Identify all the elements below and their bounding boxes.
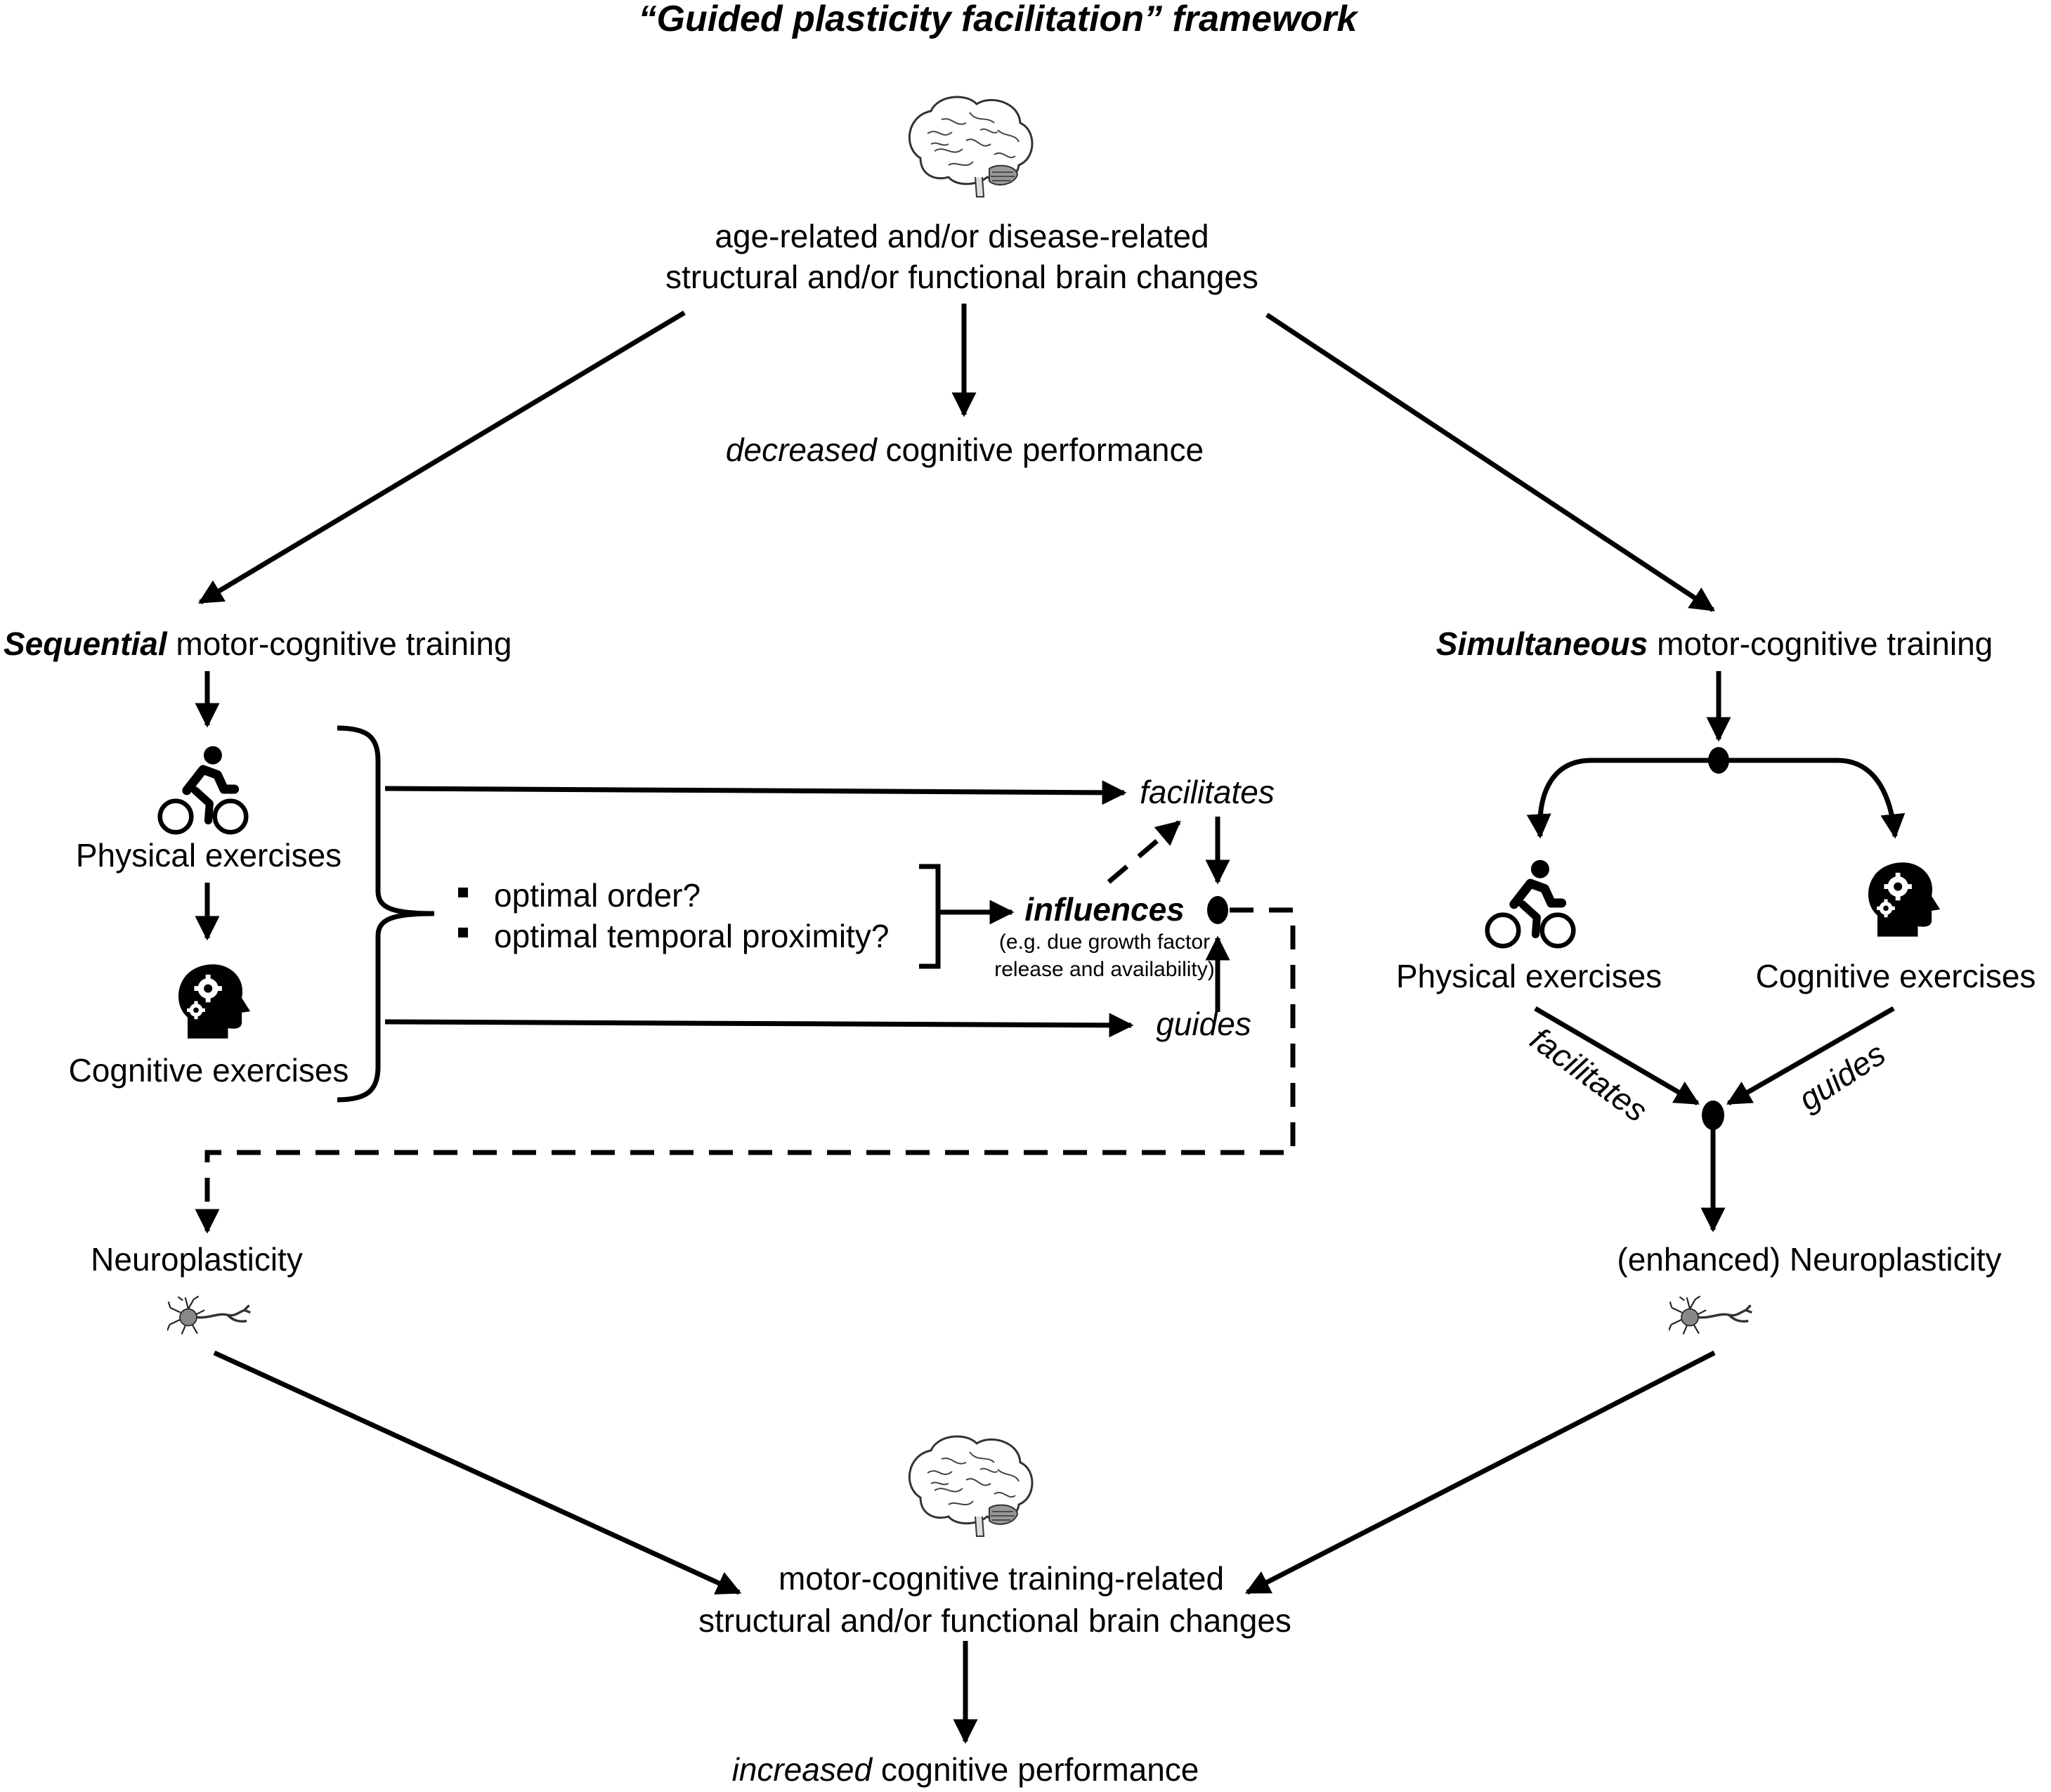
neuron-icon bbox=[1669, 1294, 1753, 1336]
arrow-split-to-cognitive bbox=[1726, 758, 1906, 839]
brain-icon bbox=[908, 96, 1034, 198]
junction-dot bbox=[1207, 896, 1228, 924]
decreased-emphasis: decreased bbox=[726, 431, 878, 468]
simultaneous-emphasis: Simultaneous bbox=[1436, 625, 1648, 662]
question-optimal-order: optimal order? bbox=[494, 877, 701, 914]
arrow-to-guides bbox=[384, 1013, 1134, 1038]
arrow-seq-to-bottom bbox=[213, 1350, 742, 1595]
seq-guides-label: guides bbox=[1156, 1006, 1251, 1042]
dashed-path-to-neuroplasticity bbox=[195, 907, 1296, 1234]
influences-note-1: (e.g. due growth factor bbox=[999, 930, 1210, 954]
curly-brace-large bbox=[337, 725, 435, 1103]
diagram-title: “Guided plasticity facilitation” framewo… bbox=[639, 0, 1360, 39]
simultaneous-heading: Simultaneous motor-cognitive training bbox=[1436, 625, 1993, 662]
bullet-square bbox=[458, 928, 468, 937]
brain-icon bbox=[908, 1435, 1034, 1538]
decreased-performance-label: decreased cognitive performance bbox=[726, 431, 1204, 468]
connectors bbox=[195, 304, 1906, 1744]
sim-facilitates-label: facilitates bbox=[1524, 1020, 1655, 1129]
head-gears-icon bbox=[178, 964, 251, 1039]
seq-physical-label: Physical exercises bbox=[76, 837, 341, 874]
sequential-heading: Sequential motor-cognitive training bbox=[4, 625, 512, 662]
influences-note-2: release and availability) bbox=[994, 958, 1215, 981]
influences-label: influences bbox=[1024, 891, 1185, 928]
neuron-icon bbox=[167, 1294, 252, 1336]
split-dot bbox=[1708, 747, 1729, 774]
cyclist-icon bbox=[1487, 860, 1574, 947]
increased-emphasis: increased bbox=[732, 1751, 873, 1788]
increased-performance-label: increased cognitive performance bbox=[732, 1751, 1199, 1788]
arrow-to-sequential bbox=[197, 310, 686, 605]
question-temporal-proximity: optimal temporal proximity? bbox=[494, 918, 889, 954]
seq-cognitive-label: Cognitive exercises bbox=[69, 1052, 349, 1089]
arrow-physical-to-junction bbox=[1534, 1006, 1700, 1106]
bottom-line-1: motor-cognitive training-related bbox=[779, 1560, 1224, 1597]
bottom-line-2: structural and/or functional brain chang… bbox=[698, 1602, 1291, 1639]
arrow-cognitive-to-junction bbox=[1726, 1006, 1895, 1106]
sim-guides-label: guides bbox=[1792, 1035, 1892, 1117]
seq-neuroplasticity-label: Neuroplasticity bbox=[91, 1241, 303, 1278]
sim-cognitive-label: Cognitive exercises bbox=[1756, 958, 2036, 994]
bracket-small bbox=[919, 864, 941, 969]
top-line-2: structural and/or functional brain chang… bbox=[665, 259, 1258, 295]
simultaneous-rest: motor-cognitive training bbox=[1648, 625, 1993, 662]
arrow-sim-to-bottom bbox=[1244, 1350, 1716, 1595]
arrow-to-facilitates bbox=[384, 780, 1127, 805]
arrow-to-simultaneous bbox=[1265, 313, 1715, 612]
decreased-rest: cognitive performance bbox=[877, 431, 1204, 468]
sequential-rest: motor-cognitive training bbox=[167, 625, 512, 662]
bullet-square bbox=[458, 888, 468, 897]
junction-dot-right bbox=[1702, 1100, 1724, 1130]
cyclist-icon bbox=[160, 746, 247, 833]
seq-facilitates-label: facilitates bbox=[1140, 774, 1275, 810]
increased-rest: cognitive performance bbox=[872, 1751, 1199, 1788]
arrow-split-to-physical bbox=[1526, 758, 1711, 839]
sim-physical-label: Physical exercises bbox=[1396, 958, 1662, 994]
sim-neuroplasticity-label: (enhanced) Neuroplasticity bbox=[1617, 1241, 2001, 1278]
head-gears-icon bbox=[1868, 862, 1941, 937]
top-line-1: age-related and/or disease-related bbox=[715, 218, 1209, 254]
dashed-arrow-influences bbox=[1107, 820, 1181, 884]
sequential-emphasis: Sequential bbox=[4, 625, 168, 662]
